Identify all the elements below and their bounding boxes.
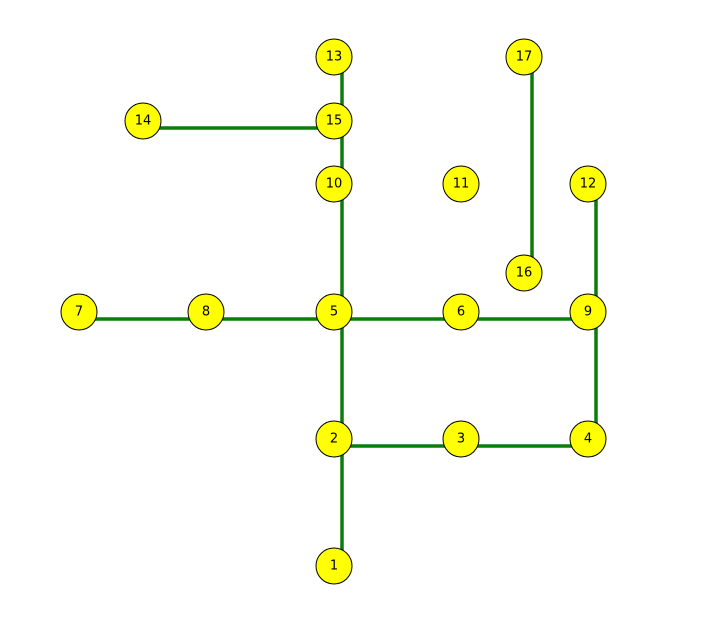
- node-13: 13: [315, 38, 353, 76]
- node-16: 16: [505, 254, 543, 292]
- node-8: 8: [187, 293, 225, 331]
- node-9: 9: [569, 293, 607, 331]
- node-6: 6: [442, 293, 480, 331]
- node-label: 17: [516, 50, 533, 65]
- node-label: 15: [326, 114, 343, 129]
- node-label: 6: [457, 305, 465, 320]
- node-label: 9: [584, 305, 592, 320]
- node-circle: [315, 102, 353, 140]
- node-circle: [569, 293, 607, 331]
- node-14: 14: [124, 102, 162, 140]
- node-label: 12: [580, 177, 597, 192]
- node-circle: [442, 165, 480, 203]
- node-12: 12: [569, 165, 607, 203]
- node-2: 2: [315, 420, 353, 458]
- node-15: 15: [315, 102, 353, 140]
- node-label: 1: [330, 559, 338, 574]
- node-label: 13: [326, 50, 343, 65]
- node-label: 11: [453, 177, 470, 192]
- node-11: 11: [442, 165, 480, 203]
- node-3: 3: [442, 420, 480, 458]
- node-circle: [315, 547, 353, 585]
- node-label: 5: [330, 305, 338, 320]
- node-circle: [124, 102, 162, 140]
- node-circle: [315, 38, 353, 76]
- node-1: 1: [315, 547, 353, 585]
- node-label: 14: [135, 114, 152, 129]
- node-17: 17: [505, 38, 543, 76]
- node-label: 3: [457, 432, 465, 447]
- node-label: 10: [326, 177, 343, 192]
- node-label: 8: [202, 305, 210, 320]
- node-circle: [315, 293, 353, 331]
- node-circle: [505, 38, 543, 76]
- node-circle: [315, 420, 353, 458]
- node-circle: [315, 165, 353, 203]
- node-5: 5: [315, 293, 353, 331]
- node-label: 16: [516, 266, 533, 281]
- node-circle: [569, 420, 607, 458]
- node-10: 10: [315, 165, 353, 203]
- node-label: 4: [584, 432, 592, 447]
- node-circle: [442, 293, 480, 331]
- node-4: 4: [569, 420, 607, 458]
- node-circle: [505, 254, 543, 292]
- node-circle: [569, 165, 607, 203]
- node-label: 7: [75, 305, 83, 320]
- node-label: 2: [330, 432, 338, 447]
- node-circle: [187, 293, 225, 331]
- node-circle: [442, 420, 480, 458]
- node-7: 7: [60, 293, 98, 331]
- node-circle: [60, 293, 98, 331]
